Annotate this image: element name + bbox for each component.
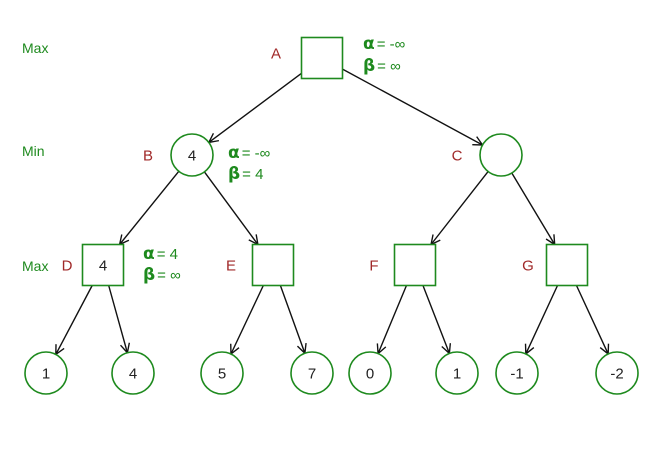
node-value: 0 (366, 366, 374, 383)
edge-G-L8 (575, 285, 608, 354)
node-label: F (369, 258, 378, 275)
edge-D-L2 (108, 285, 128, 353)
edge-C-G (511, 172, 555, 244)
alpha-symbol: α (143, 244, 155, 264)
node-value: 5 (218, 366, 226, 383)
max-node-square (300, 36, 344, 80)
level-label-max-top: Max (22, 40, 48, 56)
node-value: -2 (610, 366, 623, 383)
node-L8: -2 (595, 351, 639, 395)
node-value: 7 (308, 366, 316, 383)
node-label: E (226, 258, 236, 275)
node-L7: -1 (495, 351, 539, 395)
node-F: F (369, 243, 437, 287)
edges-layer (56, 68, 608, 355)
node-G: G (522, 243, 589, 287)
node-L5: 0 (348, 351, 392, 395)
node-L1: 1 (24, 351, 68, 395)
node-L2: 4 (111, 351, 155, 395)
node-A: A (271, 36, 344, 80)
svg-text:α= -∞: α= -∞ (228, 143, 271, 163)
leaf-node-circle (595, 351, 639, 395)
level-label-max-bottom: Max (22, 258, 48, 274)
edge-C-F (431, 171, 489, 245)
edge-B-E (203, 171, 257, 245)
node-B: 4B (143, 133, 214, 177)
edge-E-L3 (231, 285, 264, 355)
alpha-value: = -∞ (377, 36, 406, 53)
beta-symbol: β (363, 56, 375, 76)
edge-F-L5 (378, 285, 408, 354)
max-node-square (393, 243, 437, 287)
node-label: D (62, 258, 73, 275)
node-value: 4 (188, 148, 196, 165)
node-label: G (522, 258, 534, 275)
svg-text:α= -∞: α= -∞ (363, 34, 406, 54)
node-value: 1 (453, 366, 461, 383)
max-node-square (545, 243, 589, 287)
min-node-circle (479, 133, 523, 177)
alpha-value: = 4 (157, 246, 178, 263)
edge-A-C (342, 68, 483, 145)
annotation-A: α= -∞ β= ∞ (363, 34, 406, 76)
node-value: 4 (99, 258, 107, 275)
beta-value: = ∞ (377, 58, 401, 75)
leaf-node-circle (290, 351, 334, 395)
node-value: 1 (42, 366, 50, 383)
alpha-value: = -∞ (242, 145, 271, 162)
node-L4: 7 (290, 351, 334, 395)
leaf-node-circle (111, 351, 155, 395)
svg-text:β= ∞: β= ∞ (363, 56, 401, 76)
node-C: C (452, 133, 523, 177)
edge-D-L1 (56, 285, 93, 355)
node-value: -1 (510, 366, 523, 383)
node-D: 4D (62, 243, 125, 287)
annotation-D: α= 4 β= ∞ (143, 244, 181, 285)
alpha-symbol: α (363, 34, 375, 54)
max-node-square (81, 243, 125, 287)
leaf-node-circle (200, 351, 244, 395)
leaf-node-circle (435, 351, 479, 395)
node-value: 4 (129, 366, 137, 383)
min-node-circle (170, 133, 214, 177)
edge-A-B (209, 72, 302, 142)
node-label: A (271, 46, 281, 63)
leaf-node-circle (495, 351, 539, 395)
level-label-min: Min (22, 143, 45, 159)
edge-G-L7 (526, 285, 559, 354)
beta-symbol: β (228, 164, 240, 184)
beta-value: = ∞ (157, 267, 181, 284)
node-L3: 5 (200, 351, 244, 395)
svg-text:β= 4: β= 4 (228, 164, 263, 184)
node-label: C (452, 148, 463, 165)
node-E: E (226, 243, 295, 287)
node-label: B (143, 148, 153, 165)
beta-symbol: β (143, 265, 155, 285)
max-node-square (251, 243, 295, 287)
leaf-node-circle (348, 351, 392, 395)
node-L6: 1 (435, 351, 479, 395)
edge-E-L4 (279, 285, 304, 354)
svg-text:α= 4: α= 4 (143, 244, 178, 264)
annotation-B: α= -∞ β= 4 (228, 143, 271, 184)
edge-F-L6 (422, 285, 449, 354)
leaf-node-circle (24, 351, 68, 395)
beta-value: = 4 (242, 166, 263, 183)
alpha-symbol: α (228, 143, 240, 163)
edge-B-D (120, 170, 180, 244)
svg-text:β= ∞: β= ∞ (143, 265, 181, 285)
